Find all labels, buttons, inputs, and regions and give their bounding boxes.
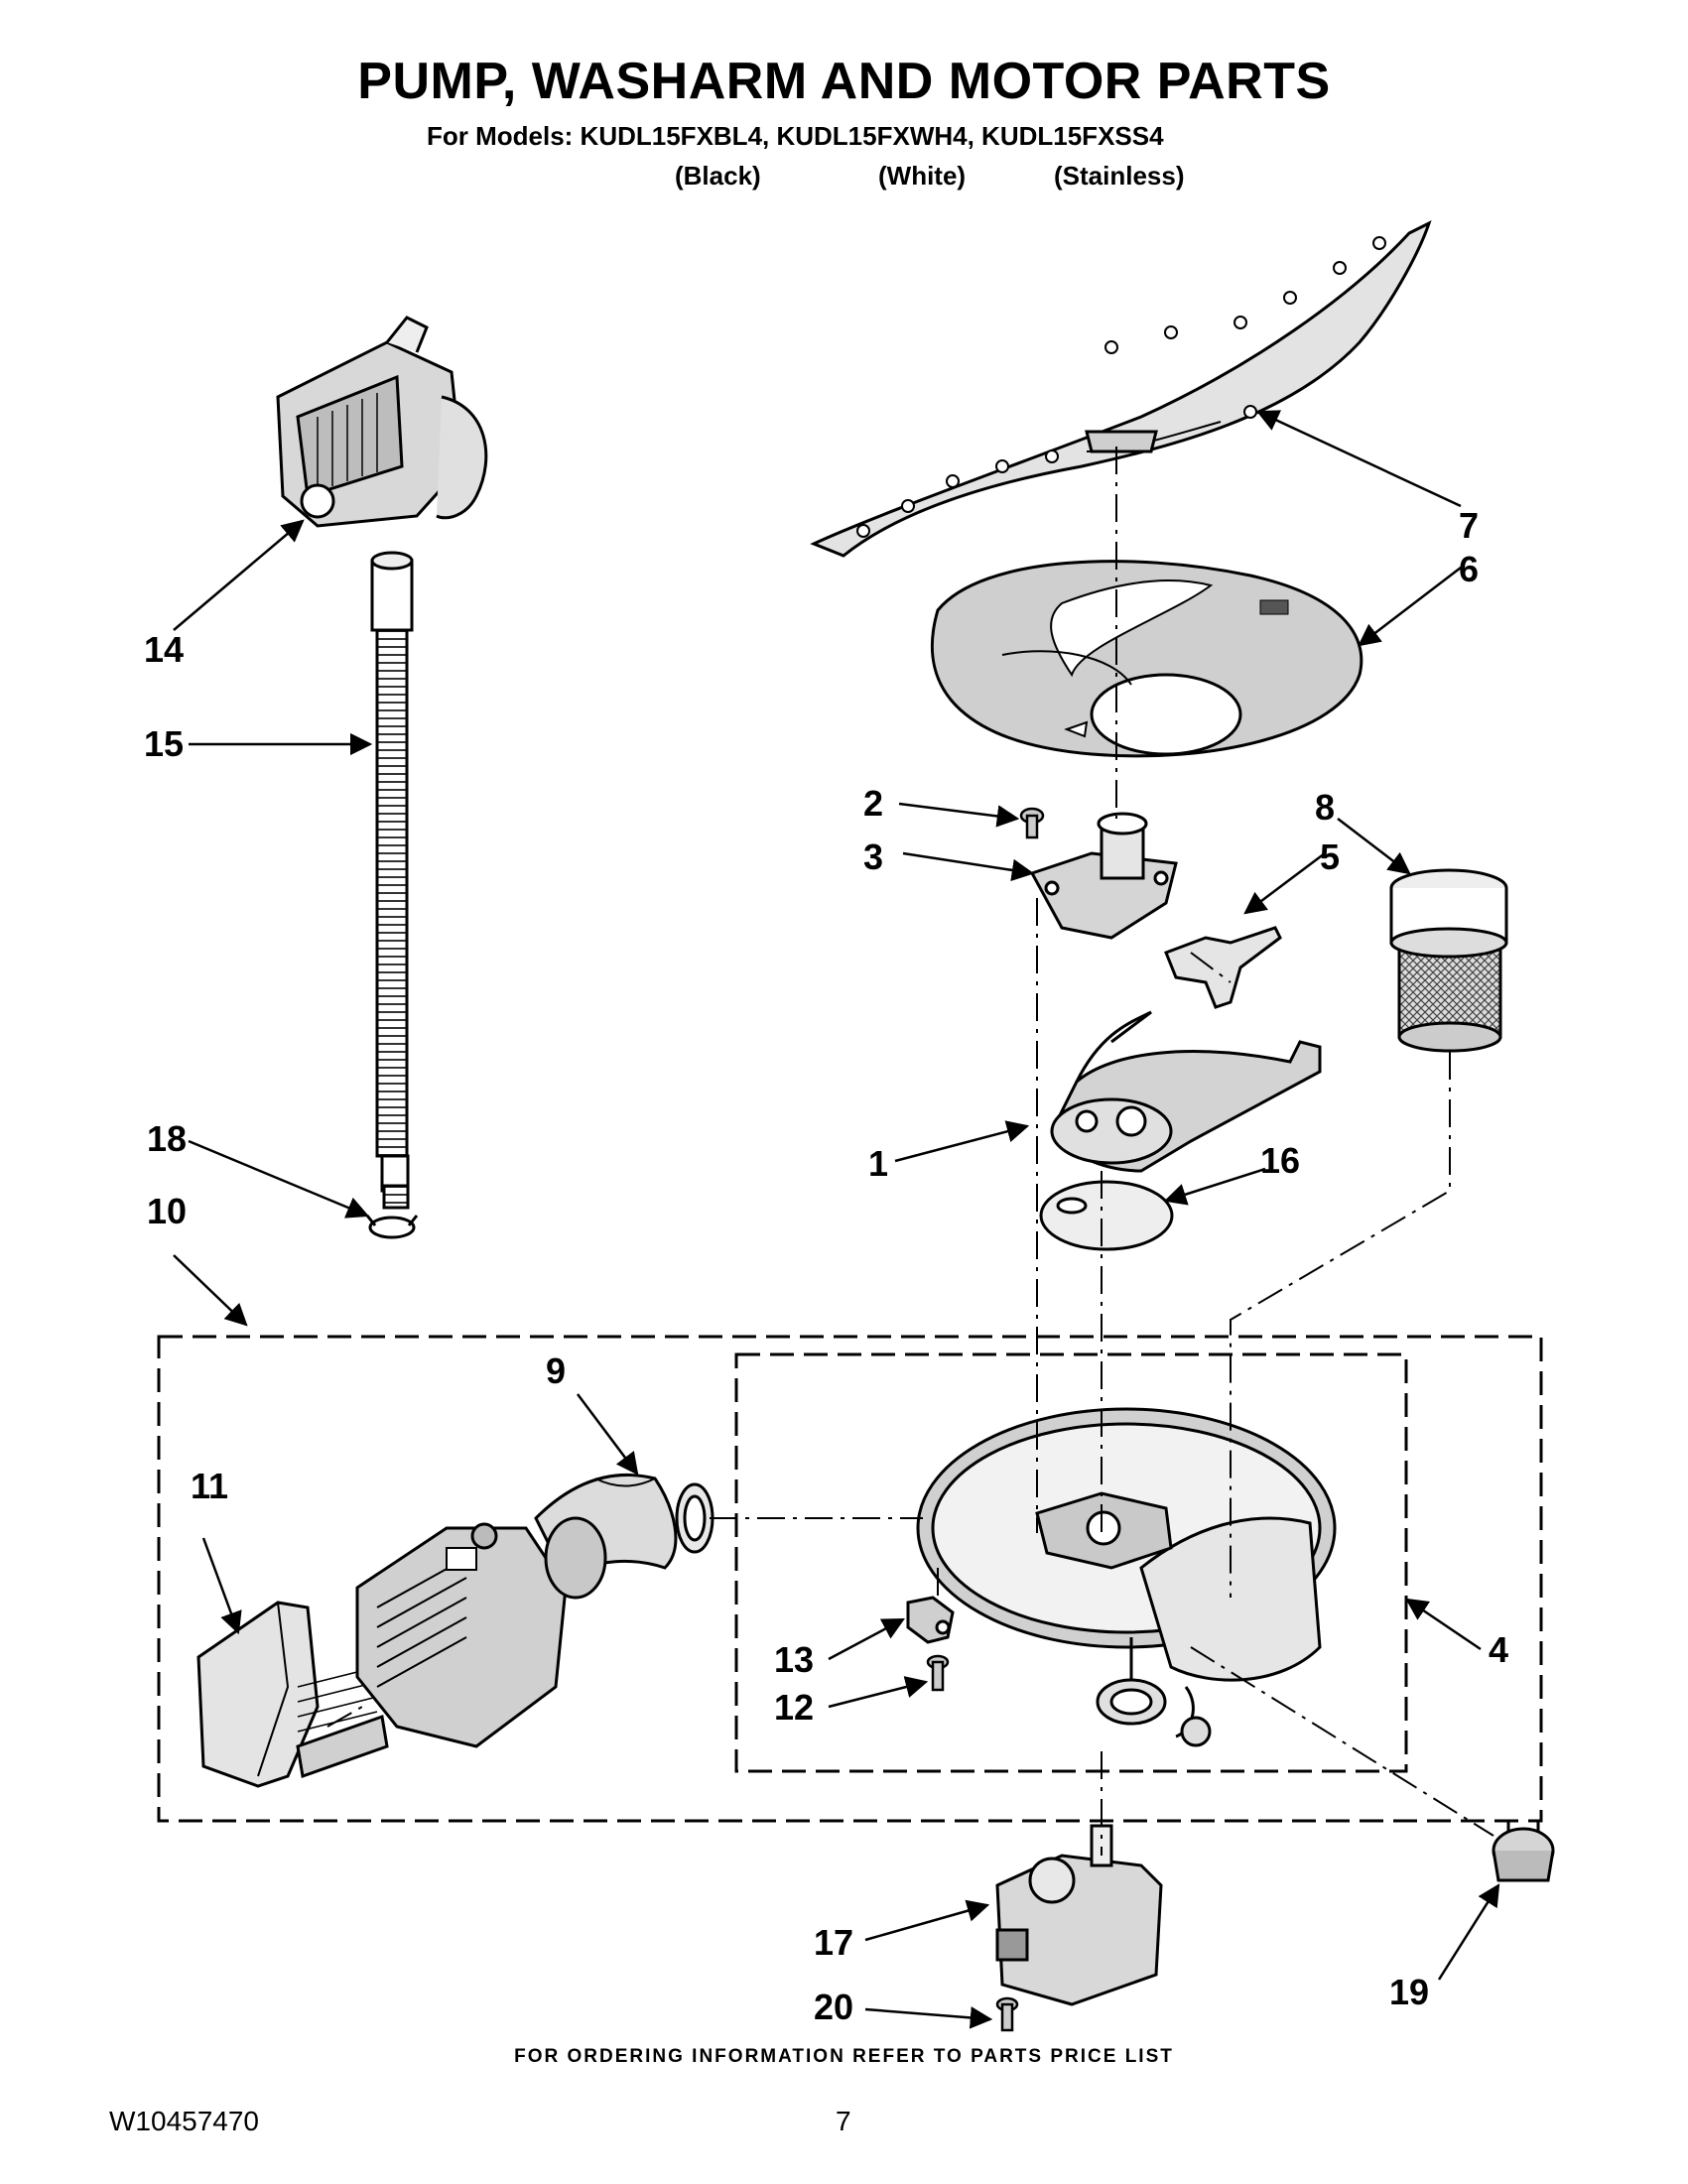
manifold-part	[1050, 1010, 1322, 1173]
callout-18: 18	[147, 1118, 188, 1159]
callout-13: 13	[774, 1639, 815, 1680]
callout-12: 12	[774, 1687, 815, 1728]
diverter-motor-part	[995, 1824, 1163, 2006]
gasket-disc-part	[1039, 1180, 1174, 1251]
filter-part	[1389, 868, 1508, 1053]
variant-black: (Black)	[675, 161, 761, 191]
callout-16: 16	[1260, 1140, 1301, 1181]
callout-9: 9	[546, 1350, 567, 1391]
leader-arrows	[173, 410, 1500, 2029]
spray-shield-part	[931, 560, 1363, 758]
assembly-box-4	[734, 1352, 1408, 1773]
sump-part	[916, 1407, 1337, 1747]
vent-assembly-part	[276, 316, 488, 528]
sensor-part	[906, 1596, 955, 1644]
assembly-lines	[326, 447, 1494, 1856]
callout-7: 7	[1459, 505, 1480, 546]
callout-10: 10	[147, 1191, 188, 1231]
document-number: W10457470	[109, 2106, 260, 2136]
page-number: 7	[836, 2106, 851, 2136]
callout-6: 6	[1459, 549, 1480, 589]
callout-1: 1	[868, 1143, 889, 1184]
chopper-part	[1164, 926, 1282, 1009]
switch-part-19	[1492, 1821, 1555, 1882]
callout-19: 19	[1389, 1972, 1430, 2012]
callout-3: 3	[863, 836, 884, 877]
motor-cover-part	[196, 1601, 389, 1788]
callout-15: 15	[144, 723, 185, 764]
wash-arm-part	[810, 220, 1432, 558]
hose-clamp-part	[365, 1215, 419, 1239]
callout-4: 4	[1489, 1629, 1509, 1670]
page-title: PUMP, WASHARM AND MOTOR PARTS	[357, 53, 1331, 110]
drain-hose-part	[370, 551, 414, 1210]
variant-stainless: (Stainless)	[1054, 161, 1185, 191]
pump-motor-part	[355, 1516, 607, 1748]
assembly-box-10	[157, 1335, 1543, 1823]
callout-5: 5	[1320, 836, 1341, 877]
callout-14: 14	[144, 629, 185, 670]
screw-part-12	[926, 1654, 950, 1692]
callout-20: 20	[814, 1987, 854, 2027]
pump-cap-part	[1029, 812, 1178, 940]
variant-white: (White)	[878, 161, 967, 191]
callout-11: 11	[191, 1466, 229, 1506]
callout-8: 8	[1315, 787, 1336, 828]
screw-part-2	[1019, 807, 1045, 839]
models-line: For Models: KUDL15FXBL4, KUDL15FXWH4, KU…	[427, 121, 1164, 151]
callout-2: 2	[863, 783, 884, 824]
callout-17: 17	[814, 1922, 854, 1963]
screw-part-20	[995, 1996, 1019, 2032]
ordering-note: FOR ORDERING INFORMATION REFER TO PARTS …	[514, 2046, 1174, 2067]
